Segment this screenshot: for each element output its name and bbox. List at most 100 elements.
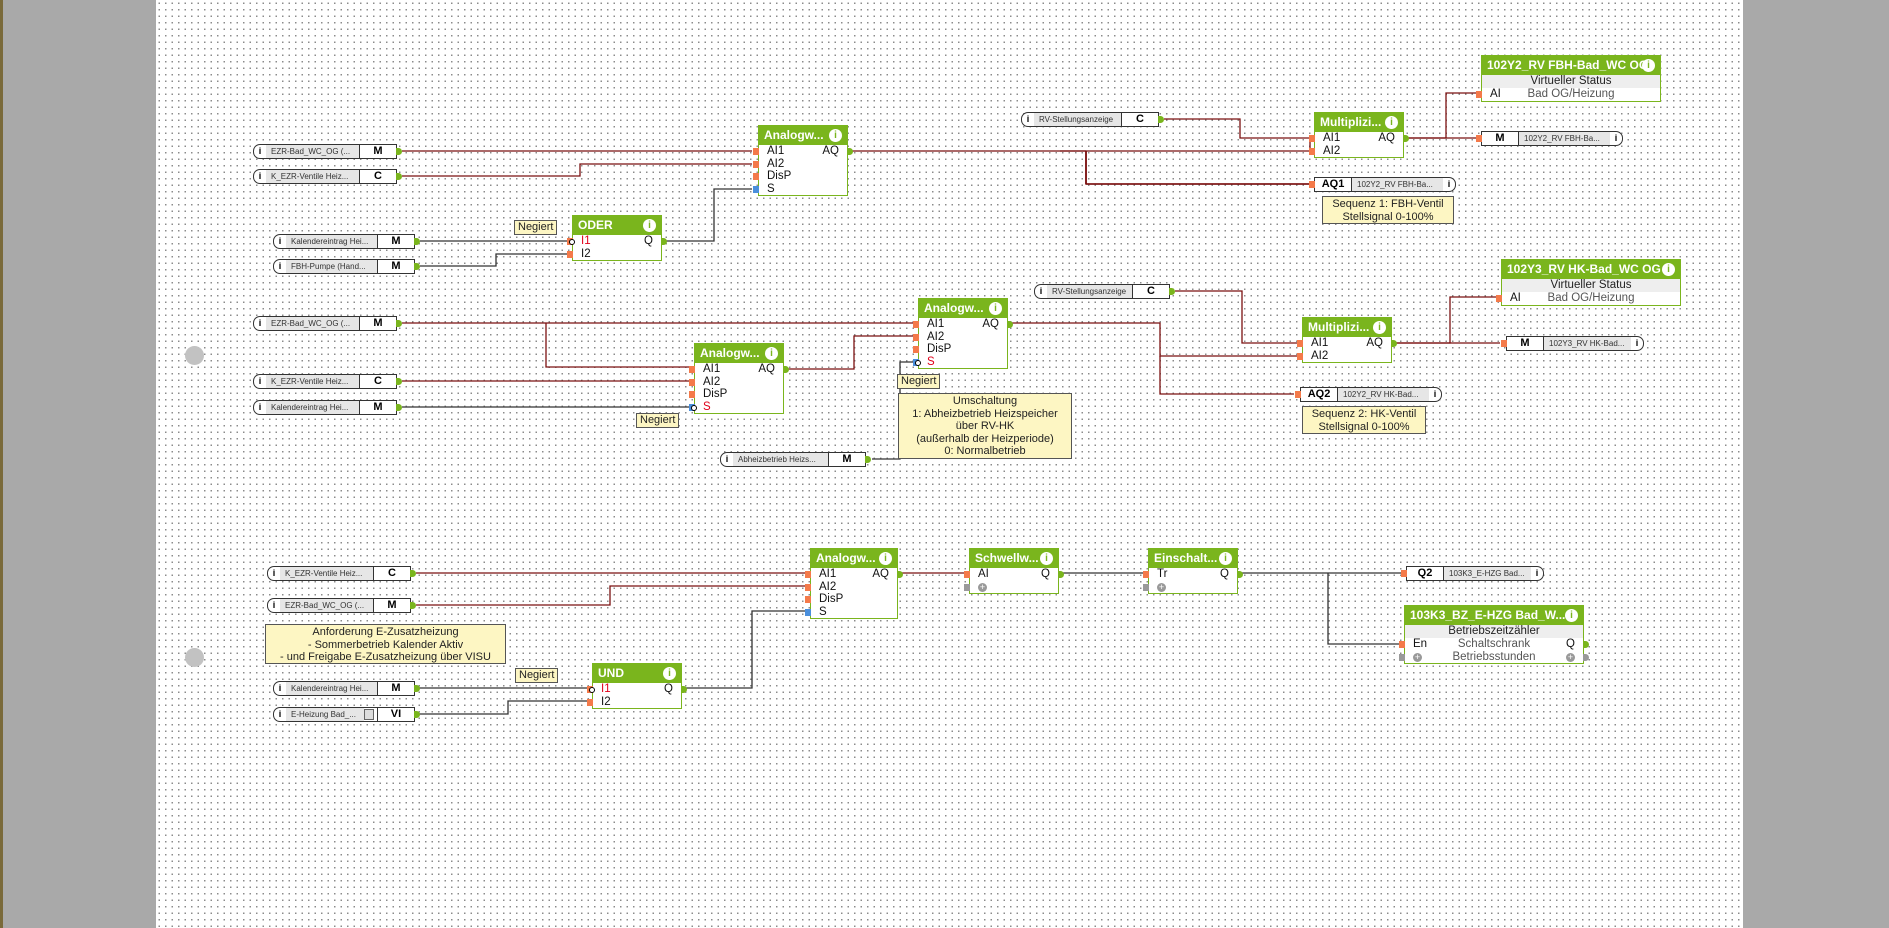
info-icon[interactable]: i <box>258 318 262 328</box>
info-icon[interactable]: i <box>1040 552 1053 565</box>
block-room: Bad OG/Heizung <box>1547 292 1635 304</box>
output-pin[interactable] <box>396 404 402 411</box>
block-title: Analogw... <box>816 551 876 565</box>
input-type: C <box>1121 113 1158 126</box>
output-pin[interactable] <box>410 602 416 609</box>
output-pin[interactable] <box>1169 288 1175 295</box>
pin-label: Tr <box>1157 568 1168 580</box>
pin-label: AI <box>978 568 989 580</box>
info-icon[interactable]: i <box>1039 286 1043 296</box>
output-pin[interactable] <box>414 238 420 245</box>
negiert-tag: Negiert <box>636 413 680 428</box>
block-extra: Betriebsstunden <box>1452 650 1536 663</box>
window-edge <box>0 0 3 928</box>
info-icon[interactable]: i <box>643 219 656 232</box>
info-icon[interactable]: i <box>278 709 282 719</box>
info-icon[interactable]: i <box>989 302 1002 315</box>
info-icon[interactable]: i <box>1614 133 1618 143</box>
input-abheizbetrieb[interactable]: i Abheizbetrieb Heizs... M <box>720 452 871 467</box>
output-pin[interactable] <box>414 711 420 718</box>
info-icon[interactable]: i <box>1565 609 1578 622</box>
input-k-ezr-ventile-2[interactable]: i K_EZR-Ventile Heiz... C <box>253 374 402 389</box>
output-pin[interactable] <box>414 263 420 270</box>
info-icon[interactable]: i <box>879 552 892 565</box>
add-output-icon[interactable]: + <box>1566 651 1575 662</box>
info-icon[interactable]: i <box>1662 263 1675 276</box>
pin-label: AI2 <box>819 580 837 593</box>
output-aq2[interactable]: AQ2 102Y2_RV HK-Bad... i <box>1295 387 1442 402</box>
output-pin[interactable] <box>414 685 420 692</box>
info-icon[interactable]: i <box>663 667 676 680</box>
block-betriebszeitzaehler[interactable]: 103K3_BZ_E-HZG Bad_W...i Betriebszeitzäh… <box>1399 605 1589 664</box>
info-icon[interactable]: i <box>1433 389 1437 399</box>
info-icon[interactable]: i <box>765 347 778 360</box>
output-m-102y3[interactable]: M 102Y3_RV HK-Bad... i <box>1501 336 1644 351</box>
info-icon[interactable]: i <box>1642 59 1655 72</box>
info-icon[interactable]: i <box>278 683 282 693</box>
input-ezr-bad-wc-og-3[interactable]: i EZR-Bad_WC_OG (... M <box>267 598 416 613</box>
output-pin[interactable] <box>396 320 402 327</box>
input-rv-stellungsanzeige-1[interactable]: i RV-Stellungsanzeige C <box>1021 112 1164 127</box>
info-icon[interactable]: i <box>1026 114 1030 124</box>
info-icon[interactable]: i <box>278 236 282 246</box>
input-fbh-pumpe[interactable]: i FBH-Pumpe (Hand... M <box>273 259 420 274</box>
info-icon[interactable]: i <box>1635 338 1639 348</box>
negiert-tag: Negiert <box>515 668 559 683</box>
info-icon[interactable]: i <box>725 454 729 464</box>
info-icon[interactable]: i <box>278 261 282 271</box>
block-title: Analogw... <box>764 128 824 142</box>
output-q2[interactable]: Q2 103K3_E-HZG Bad... i <box>1401 566 1544 581</box>
info-icon[interactable]: i <box>1373 321 1386 334</box>
output-pin[interactable] <box>865 456 871 463</box>
output-pin[interactable] <box>396 378 402 385</box>
output-pin[interactable] <box>396 173 402 180</box>
block-title: ODER <box>578 218 613 232</box>
output-m-102y2[interactable]: M 102Y2_RV FBH-Ba... i <box>1476 131 1623 146</box>
input-label: RV-Stellungsanzeige <box>1047 285 1132 298</box>
pin-label: AI1 <box>927 318 945 330</box>
add-input-icon[interactable]: + <box>1413 651 1422 662</box>
info-icon[interactable]: i <box>258 146 262 156</box>
output-pin[interactable] <box>396 148 402 155</box>
info-icon[interactable]: i <box>1219 552 1232 565</box>
info-icon[interactable]: i <box>258 376 262 386</box>
input-k-ezr-ventile-3[interactable]: i K_EZR-Ventile Heiz... C <box>267 566 416 581</box>
info-icon[interactable]: i <box>272 600 276 610</box>
info-icon[interactable]: i <box>1535 568 1539 578</box>
info-icon[interactable]: i <box>258 402 262 412</box>
input-ezr-bad-wc-og-2[interactable]: i EZR-Bad_WC_OG (... M <box>253 316 402 331</box>
input-kalendereintrag-1[interactable]: i Kalendereintrag Hei... M <box>273 234 420 249</box>
input-ezr-bad-wc-og-1[interactable]: i EZR-Bad_WC_OG (... M <box>253 144 402 159</box>
info-icon[interactable]: i <box>829 129 842 142</box>
output-aq1[interactable]: AQ1 102Y2_RV FBH-Ba... i <box>1309 177 1456 192</box>
output-pin[interactable] <box>1158 116 1164 123</box>
input-kalendereintrag-3[interactable]: i Kalendereintrag Hei... M <box>273 681 420 696</box>
output-pin[interactable] <box>410 570 416 577</box>
input-e-heizung-bad[interactable]: i E-Heizung Bad_... VI <box>273 707 420 722</box>
info-icon[interactable]: i <box>272 568 276 578</box>
input-rv-stellungsanzeige-2[interactable]: i RV-Stellungsanzeige C <box>1034 284 1175 299</box>
input-label: FBH-Pumpe (Hand... <box>286 260 377 273</box>
add-input-icon[interactable]: + <box>1157 581 1166 592</box>
input-k-ezr-ventile-1[interactable]: i K_EZR-Ventile Heiz... C <box>253 169 402 184</box>
pin-label: AI2 <box>703 375 721 388</box>
input-kalendereintrag-2[interactable]: i Kalendereintrag Hei... M <box>253 400 402 415</box>
info-icon[interactable]: i <box>1385 116 1398 129</box>
info-icon[interactable]: i <box>258 171 262 181</box>
program-canvas[interactable] <box>156 0 1743 928</box>
toggle-icon[interactable] <box>364 709 374 720</box>
info-icon[interactable]: i <box>1447 179 1451 189</box>
add-input-icon[interactable]: + <box>978 581 987 592</box>
